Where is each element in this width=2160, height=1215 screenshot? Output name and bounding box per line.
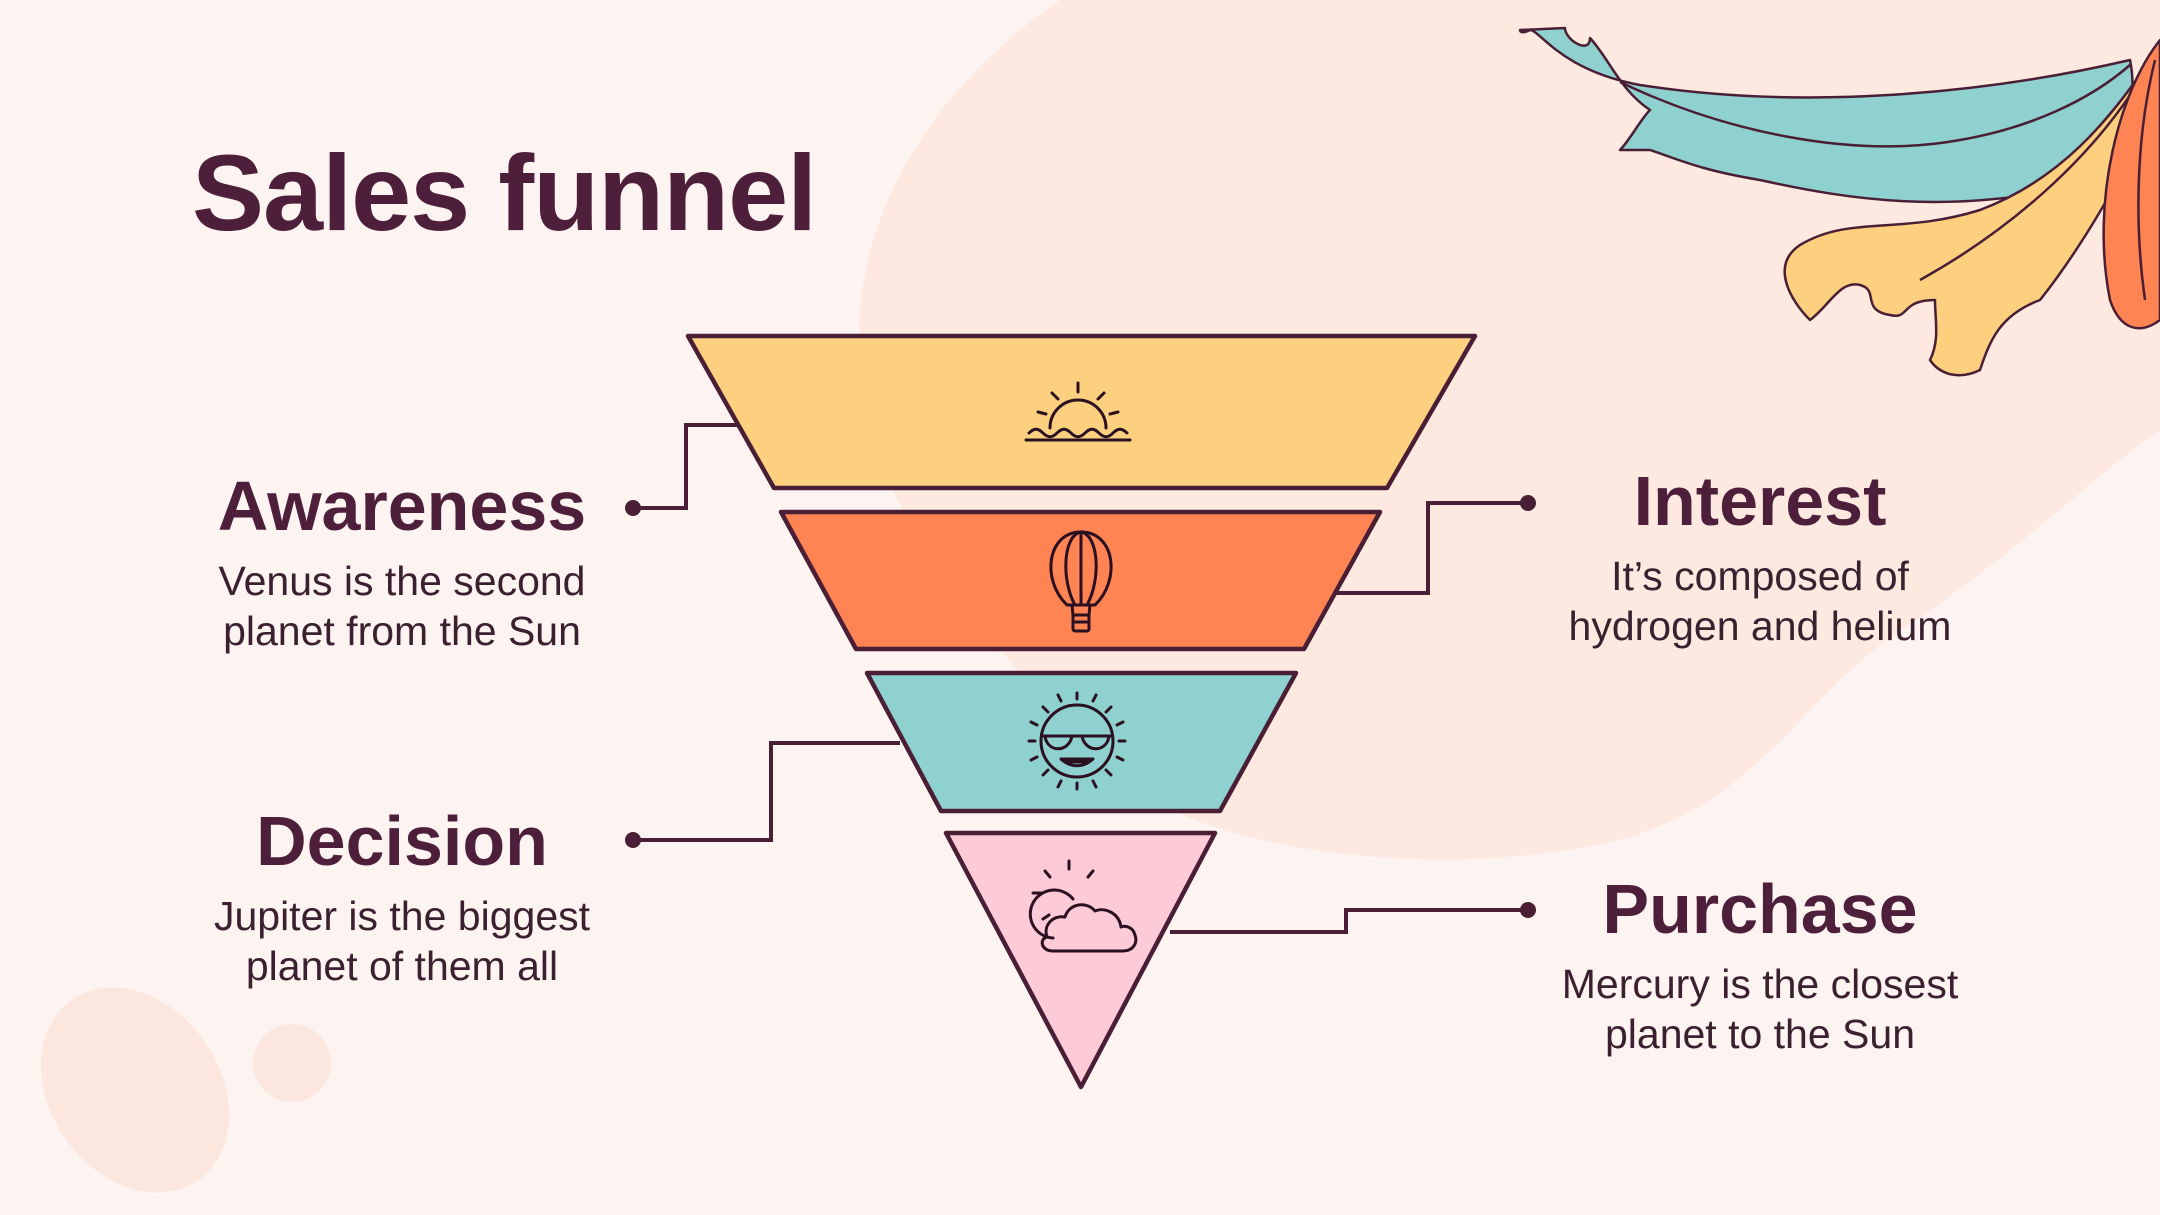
connector-purchase — [1170, 908, 1528, 934]
connector-dot-interest — [1520, 495, 1536, 511]
yellow-leaf — [1783, 58, 2152, 377]
stage-title: Purchase — [1602, 870, 1918, 948]
teal-leaf — [1518, 26, 2134, 204]
funnel-layer-decision — [864, 670, 1299, 814]
connectors — [625, 423, 1536, 934]
connector-awareness — [633, 423, 740, 510]
connector-decision — [633, 741, 900, 842]
connector-interest — [1330, 501, 1528, 595]
sunrise-icon — [1024, 381, 1132, 442]
stage-title: Decision — [256, 802, 548, 880]
connector-dot-decision — [625, 832, 641, 848]
connector-dot-awareness — [625, 500, 641, 516]
page-title: Sales funnel — [192, 132, 817, 253]
sun-behind-cloud-icon — [1028, 859, 1138, 953]
hot-air-balloon-icon — [1049, 530, 1113, 633]
background-ellipse — [41, 987, 229, 1193]
teal-leaf-vein — [1619, 64, 2131, 148]
stage-title: Awareness — [217, 467, 587, 545]
leaf-decoration — [1518, 26, 2160, 377]
funnel-layer-purchase — [943, 830, 1218, 1090]
funnel-layer-awareness — [685, 333, 1478, 491]
sun-with-sunglasses-icon — [1027, 691, 1127, 791]
stage-title: Interest — [1633, 462, 1887, 540]
background-dot — [253, 1024, 331, 1102]
orange-leaf-vein — [2137, 59, 2157, 301]
yellow-leaf-vein — [1919, 79, 2142, 282]
connector-dot-purchase — [1520, 902, 1536, 918]
